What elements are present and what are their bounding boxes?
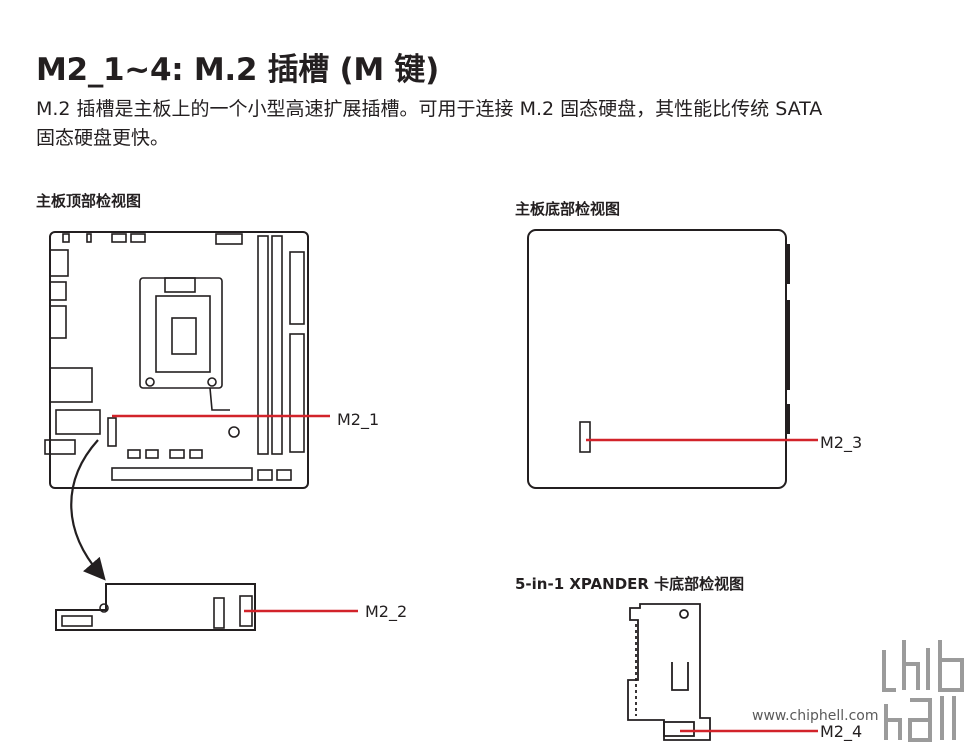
chiphell-logo: [882, 640, 964, 742]
top-view-caption: 主板顶部检视图: [36, 192, 142, 210]
xpander-view-caption: 5-in-1 XPANDER 卡底部检视图: [515, 575, 745, 593]
page-title: M2_1~4: M.2 插槽 (M 键): [36, 52, 439, 88]
xpander-card-view: [627, 603, 711, 741]
description-line-1: M.2 插槽是主板上的一个小型高速扩展插槽。可用于连接 M.2 固态硬盘，其性能…: [36, 98, 823, 120]
description-line-2: 固态硬盘更快。: [36, 127, 170, 149]
m2-2-card: [55, 583, 256, 631]
curved-arrow-icon: [70, 439, 106, 581]
m2-1-label: M2_1: [337, 410, 380, 429]
m2-4-label: M2_4: [820, 722, 863, 741]
bottom-view-caption: 主板底部检视图: [515, 200, 621, 218]
description: M.2 插槽是主板上的一个小型高速扩展插槽。可用于连接 M.2 固态硬盘，其性能…: [36, 95, 971, 153]
motherboard-top-view: [44, 231, 309, 489]
m2-2-label: M2_2: [365, 602, 408, 621]
m2-3-label: M2_3: [820, 433, 863, 452]
motherboard-bottom-view: [527, 229, 790, 489]
watermark-text: www.chiphell.com: [752, 708, 879, 724]
